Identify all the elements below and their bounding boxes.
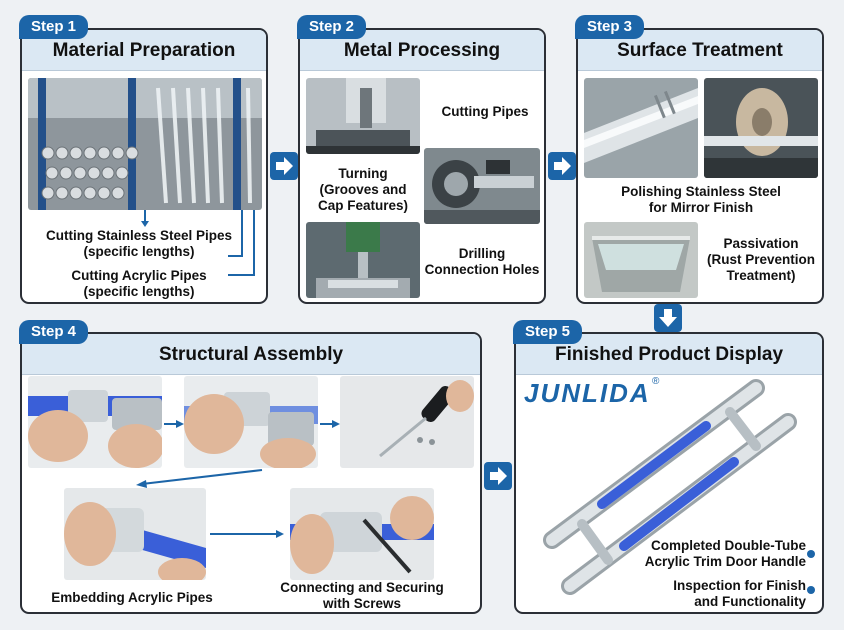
step1-panel: Material Preparation Cutting Stainless S… xyxy=(20,28,268,304)
polishing-label: Polishing Stainless Steel for Mirror Fin… xyxy=(621,184,781,215)
cutting-acrylic-label: Cutting Acrylic Pipes (specific lengths) xyxy=(71,268,207,299)
embedding-label: Embedding Acrylic Pipes xyxy=(51,590,213,605)
step1-tag: Step 1 xyxy=(19,15,89,39)
drill-photo xyxy=(306,222,420,298)
step5-tag: Step 5 xyxy=(513,320,583,344)
securing-screws-photo xyxy=(290,488,434,580)
assembly-photo-2 xyxy=(184,376,318,468)
step4-panel: Structural Assembly xyxy=(20,332,482,614)
step3-tag: Step 3 xyxy=(575,15,645,39)
screwdriver-photo xyxy=(340,376,474,468)
polished-pipe-photo xyxy=(584,78,698,178)
passivation-tank-photo xyxy=(584,222,698,298)
cutting-pipes-label: Cutting Pipes xyxy=(441,104,529,119)
step4-title: Structural Assembly xyxy=(22,334,480,375)
step5-panel: Finished Product Display JUNLIDA ® Compl… xyxy=(514,332,824,614)
passivation-label: Passivation (Rust Prevention Treatment) xyxy=(706,236,815,283)
arrow-down-icon xyxy=(654,304,682,332)
step1-title: Material Preparation xyxy=(22,30,266,71)
arrow-right-icon xyxy=(484,462,512,490)
step4-tag: Step 4 xyxy=(19,320,89,344)
step3-panel: Surface Treatment Polishing Stainless St… xyxy=(576,28,824,304)
assembly-flow-arrows xyxy=(136,420,340,538)
callout-lines xyxy=(141,210,255,276)
completed-handle-label: Completed Double-Tube Acrylic Trim Door … xyxy=(644,538,806,569)
bullet-dot-icon xyxy=(807,550,815,558)
brand-logo: JUNLIDA xyxy=(524,378,651,408)
step2-tag: Step 2 xyxy=(297,15,367,39)
pipes-photo xyxy=(28,78,262,210)
polishing-wheel-photo xyxy=(704,78,818,178)
cutting-machine-photo xyxy=(306,78,420,154)
step2-panel: Metal Processing Cutting Pipes Turning (… xyxy=(298,28,546,304)
assembly-photo-1 xyxy=(28,376,162,468)
securing-label: Connecting and Securing with Screws xyxy=(280,580,444,611)
registered-mark: ® xyxy=(652,376,660,387)
drilling-label: Drilling Connection Holes xyxy=(424,246,540,277)
cutting-steel-label: Cutting Stainless Steel Pipes (specific … xyxy=(45,228,233,259)
step3-title: Surface Treatment xyxy=(578,30,822,71)
bullet-dot-icon xyxy=(807,586,815,594)
door-handle-illustration xyxy=(543,379,797,595)
lathe-photo xyxy=(424,148,540,224)
turning-label: Turning (Grooves and Cap Features) xyxy=(317,166,409,213)
inspection-label: Inspection for Finish and Functionality xyxy=(673,578,806,609)
arrow-right-icon xyxy=(270,152,298,180)
embedding-photo xyxy=(64,488,206,580)
arrow-right-icon xyxy=(548,152,576,180)
